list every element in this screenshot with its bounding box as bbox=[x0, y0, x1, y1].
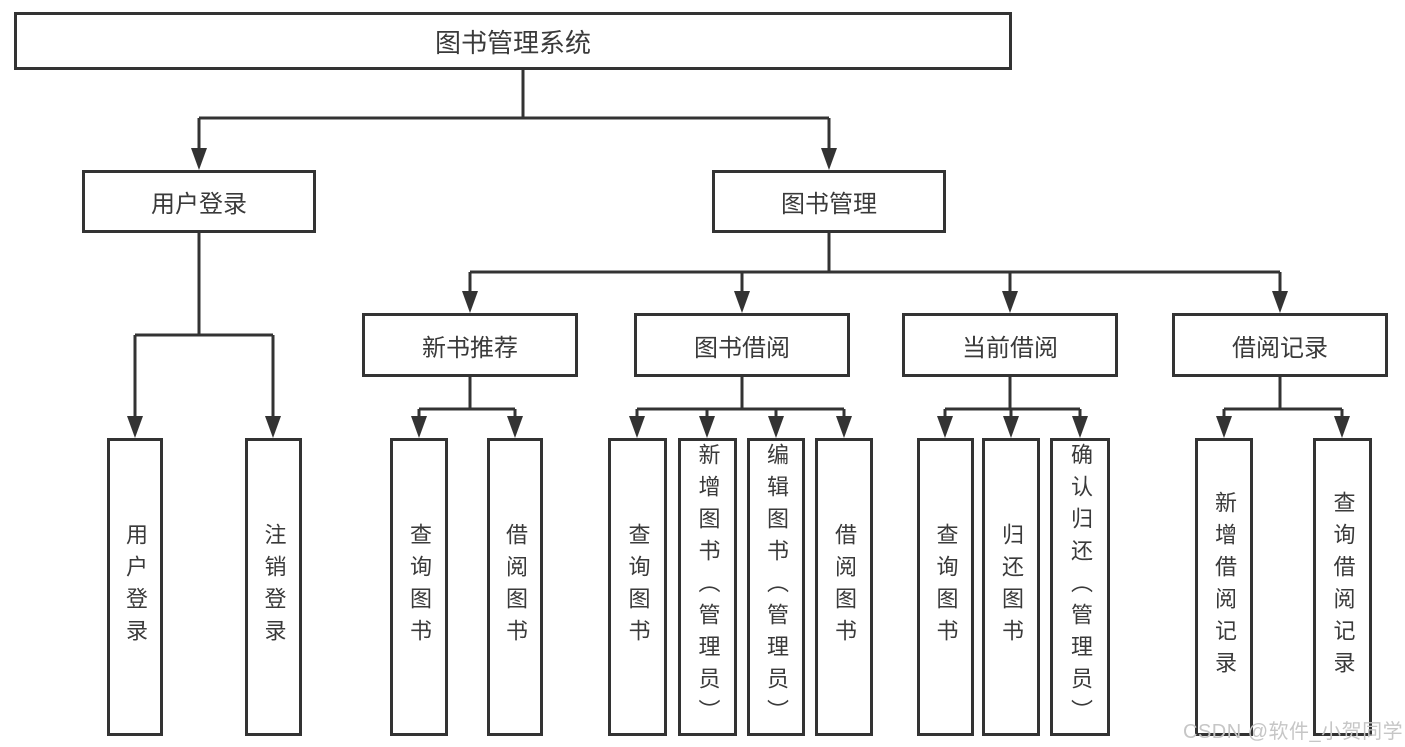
leaf-label: 用户登录 bbox=[123, 523, 148, 651]
row2-branch-connectors bbox=[419, 377, 1342, 411]
node-library-management-system: 图书管理系统 bbox=[14, 12, 1012, 70]
leaf-drop-connectors bbox=[417, 409, 1344, 419]
leaf-label: 注销登录 bbox=[261, 523, 287, 651]
node-new-book-recommendation: 新书推荐 bbox=[362, 313, 578, 377]
book-mgmt-branch-connector bbox=[468, 233, 1282, 293]
node-book-management: 图书管理 bbox=[712, 170, 946, 233]
node-borrowing-records: 借阅记录 bbox=[1172, 313, 1388, 377]
user-login-branch-connector bbox=[133, 233, 275, 418]
node-user-login: 用户登录 bbox=[82, 170, 316, 233]
node-current-borrowing: 当前借阅 bbox=[902, 313, 1118, 377]
leaf-add-borrow-record: 新增借阅记录 bbox=[1195, 438, 1253, 736]
leaf-query-books-current: 查询图书 bbox=[917, 438, 974, 736]
leaf-query-borrow-record: 查询借阅记录 bbox=[1313, 438, 1372, 736]
leaf-label: 查询图书 bbox=[933, 523, 959, 651]
leaf-return-books: 归还图书 bbox=[982, 438, 1040, 736]
leaf-user-login: 用户登录 bbox=[107, 438, 163, 736]
leaf-label: 编辑图书（管理员） bbox=[764, 443, 789, 731]
leaf-borrow-books-recommend: 借阅图书 bbox=[487, 438, 543, 736]
trunk-connector bbox=[197, 70, 831, 150]
leaf-confirm-return-admin: 确认归还（管理员） bbox=[1050, 438, 1110, 736]
node-book-borrowing: 图书借阅 bbox=[634, 313, 850, 377]
leaf-label: 归还图书 bbox=[999, 523, 1024, 651]
leaf-label: 查询借阅记录 bbox=[1330, 491, 1356, 683]
leaf-borrow-books: 借阅图书 bbox=[815, 438, 873, 736]
leaf-edit-books-admin: 编辑图书（管理员） bbox=[747, 438, 805, 736]
leaf-label: 确认归还（管理员） bbox=[1068, 443, 1093, 731]
leaf-label: 借阅图书 bbox=[832, 523, 857, 651]
leaf-label: 新增图书（管理员） bbox=[695, 443, 721, 731]
watermark: CSDN @软件_小贺同学 bbox=[1183, 721, 1404, 743]
leaf-label: 借阅图书 bbox=[503, 523, 528, 651]
leaf-label: 新增借阅记录 bbox=[1212, 491, 1237, 683]
leaf-query-books-borrowing: 查询图书 bbox=[608, 438, 667, 736]
leaf-logout: 注销登录 bbox=[245, 438, 302, 736]
leaf-query-books-recommend: 查询图书 bbox=[390, 438, 448, 736]
leaf-label: 查询图书 bbox=[625, 523, 651, 651]
leaf-add-books-admin: 新增图书（管理员） bbox=[678, 438, 737, 736]
leaf-label: 查询图书 bbox=[407, 523, 432, 651]
